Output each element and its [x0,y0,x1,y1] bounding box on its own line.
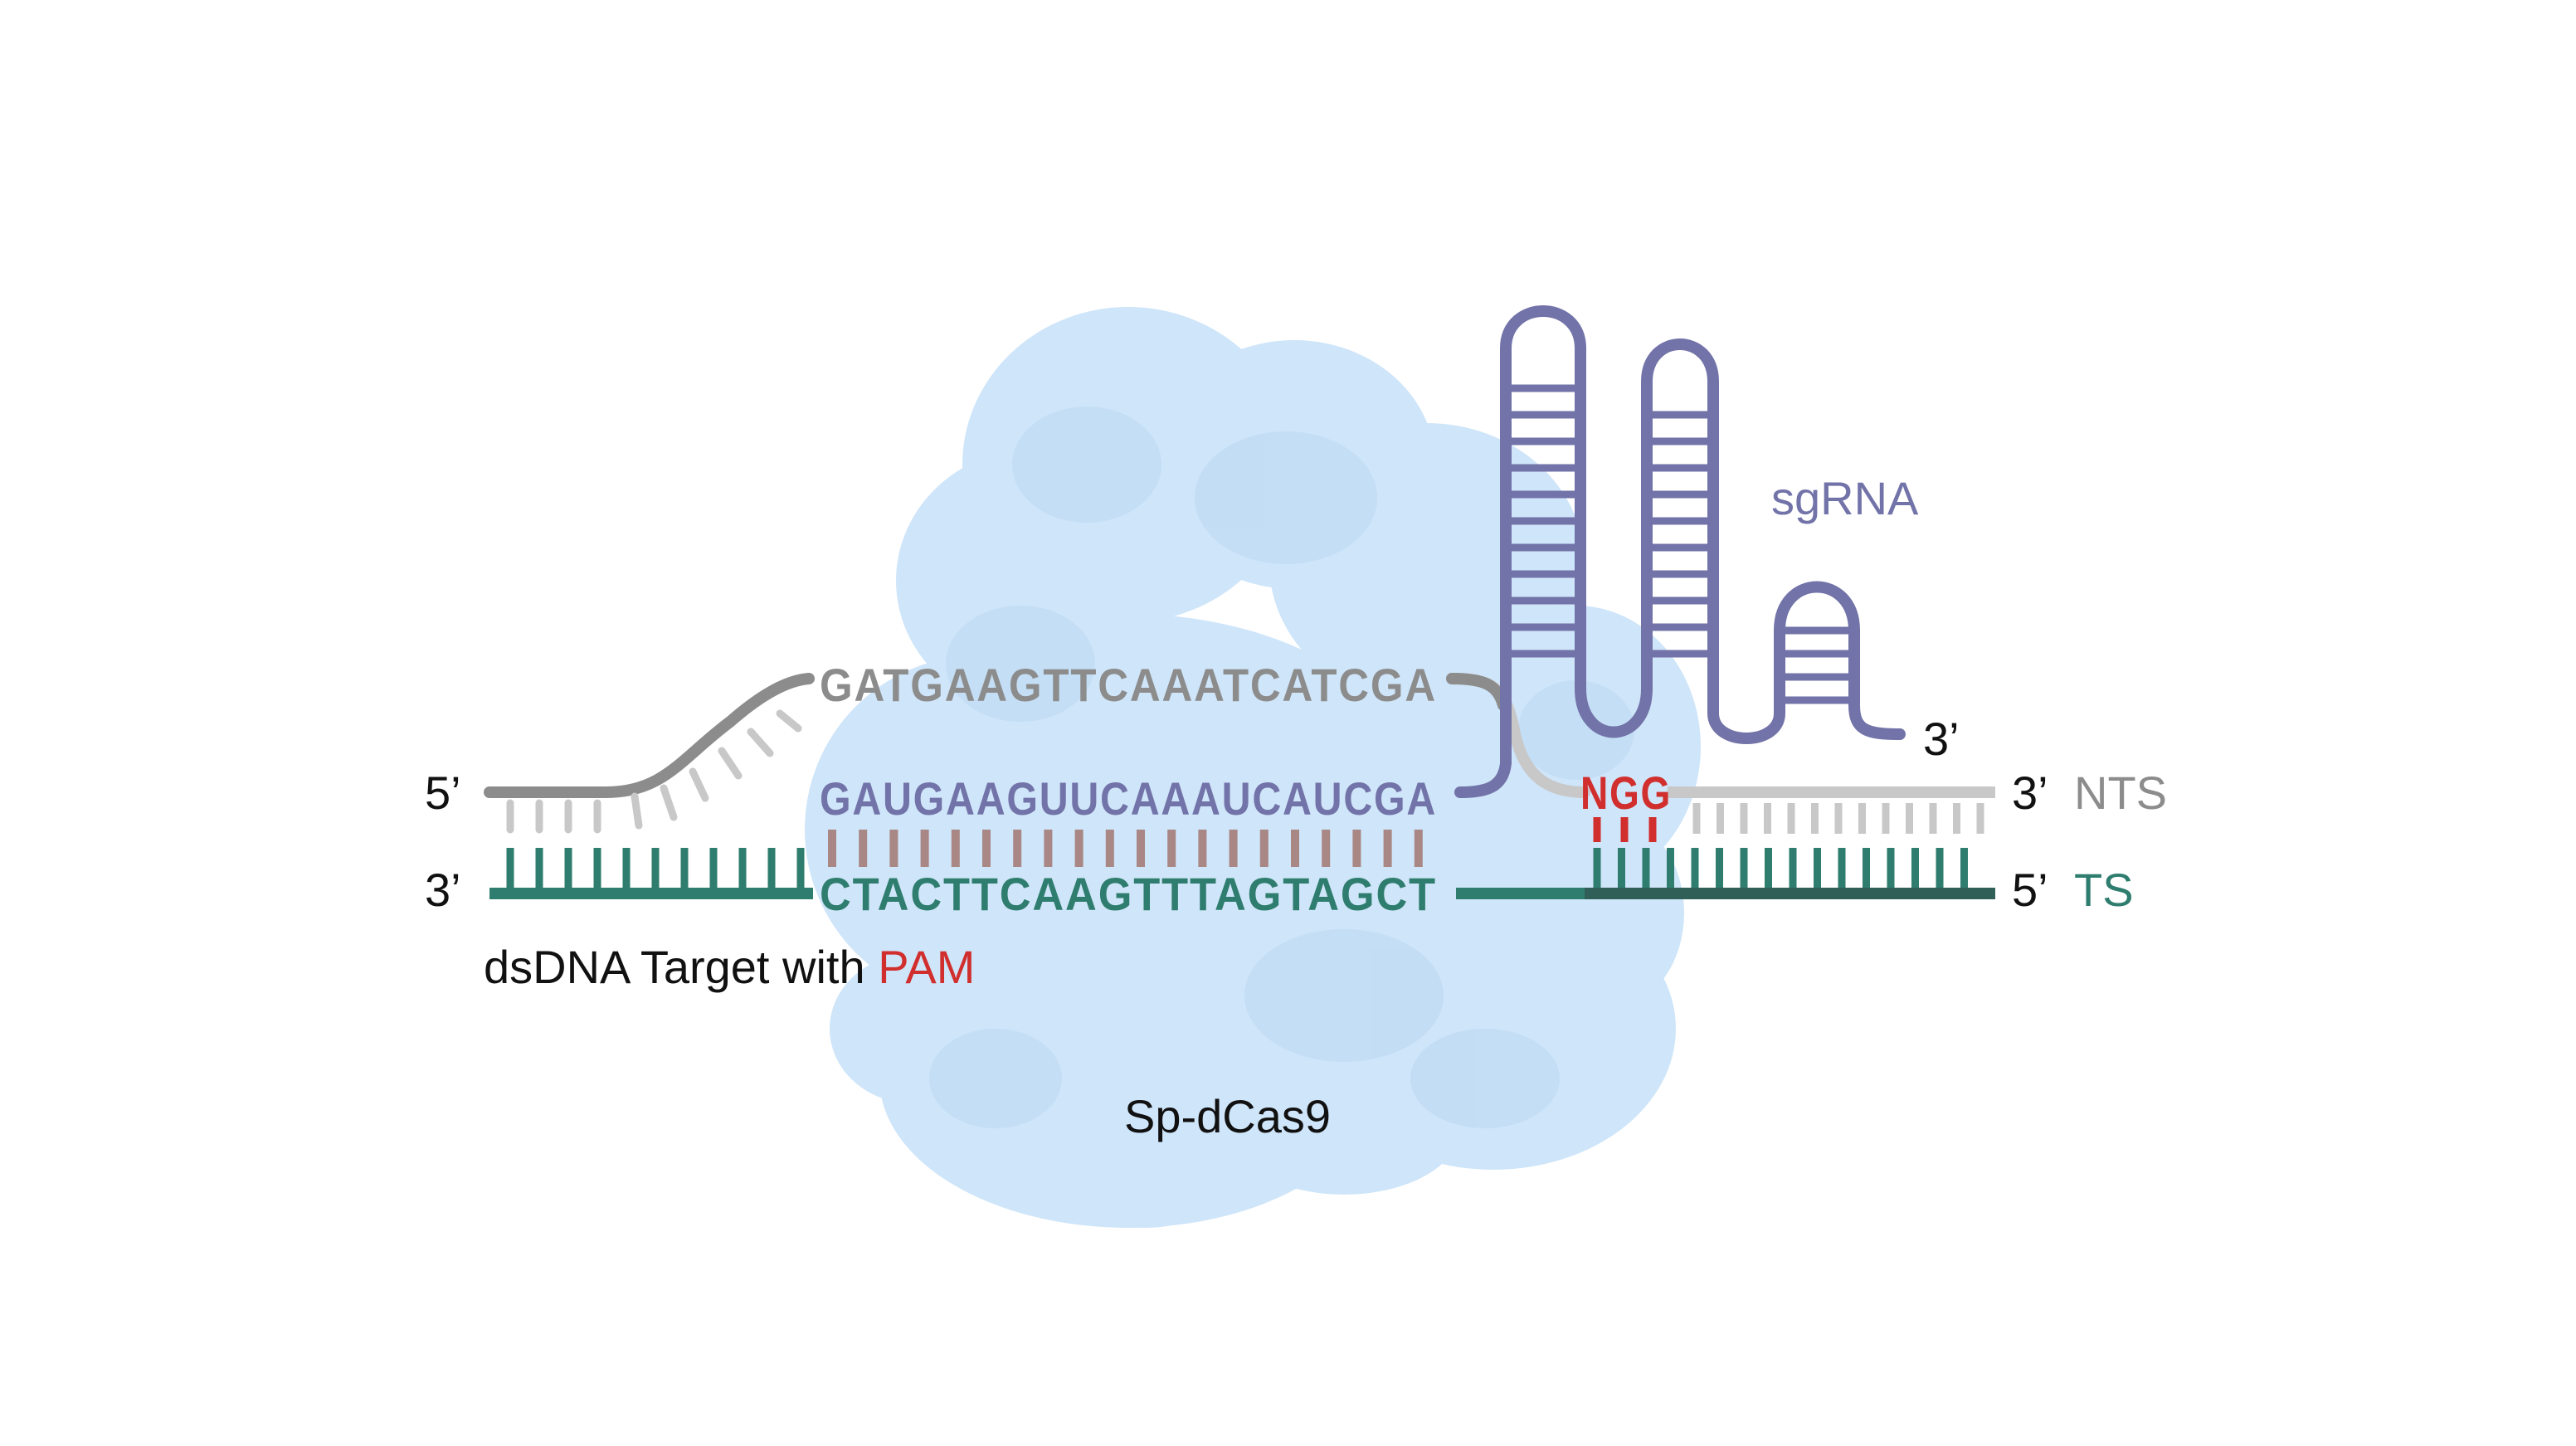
sgrna-sequence: GAUGAAGUUCAAAUCAUCGA [820,772,1437,825]
nts-right-rungs [1692,803,1984,834]
ts-left-end-label: 3’ [425,864,461,916]
ts-right-rungs [1593,848,1968,888]
nts-sequence: GATGAAGTTCAAATCATCGA [820,659,1437,711]
sp-dcas9-protein-blob-icon [805,307,1701,1228]
ts-left-rungs [506,848,805,888]
nts-rung [631,792,643,830]
pam-pairing-rungs [1593,817,1657,842]
nts-left-rungs [506,709,802,834]
nts-left-backbone [484,673,815,798]
ts-sequence: CTACTTCAAGTTTAGTAGCT [820,868,1437,920]
sgrna-name-label: sgRNA [1771,472,1919,524]
nts-left-end-label: 5’ [425,767,461,819]
dsdna-caption-pam: PAM [878,941,975,993]
sgrna-end-label: 3’ [1923,713,1960,765]
nts-rung [689,767,709,802]
nts-name-label: NTS [2074,767,2167,819]
nts-rung [718,747,743,780]
dsdna-caption: dsDNA Target with PAM [484,941,975,993]
nts-rung [660,784,678,821]
nts-rung [776,709,802,733]
sgrna-ts-pairing-rungs [828,830,1423,867]
nts-rung [747,728,774,757]
sgrna-hairpins-icon [1454,305,1906,798]
protein-shading [929,407,1634,1128]
protein-name-label: Sp-dCas9 [1124,1090,1331,1142]
ts-right-end-label: 5’ [2012,864,2048,916]
ts-name-label: TS [2074,864,2134,916]
sgrna-hairpin-rungs [1512,384,1848,704]
dsdna-caption-main: dsDNA Target with [484,941,878,993]
pam-sequence: NGG [1580,767,1672,819]
nts-right-end-label: 3’ [2012,767,2048,819]
